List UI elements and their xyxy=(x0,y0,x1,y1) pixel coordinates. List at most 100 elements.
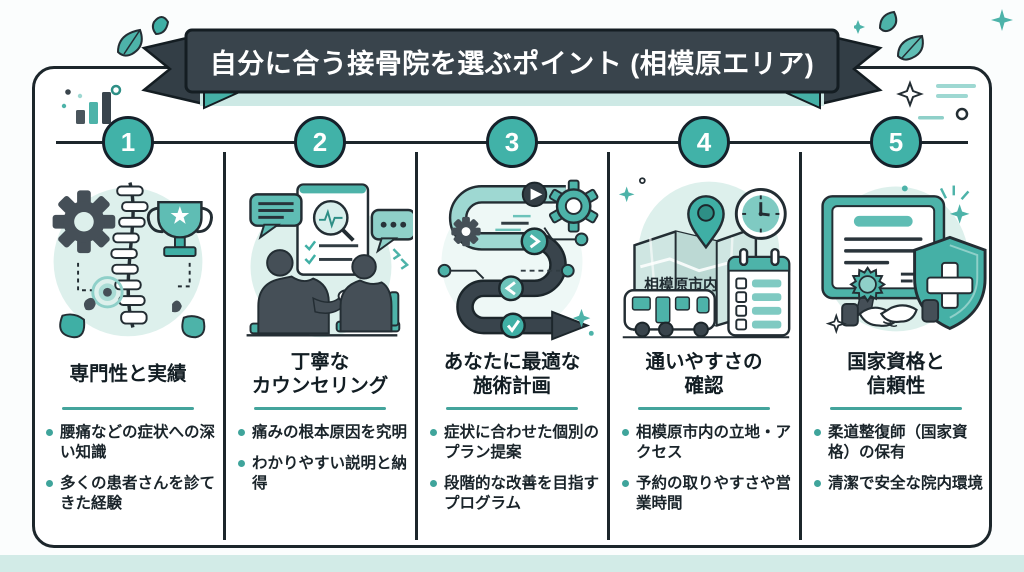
bullet-list: 腰痛などの症状への深い知識 多くの患者さんを診てきた経験 xyxy=(32,423,224,515)
play-icon xyxy=(521,181,548,208)
calendar-icon xyxy=(727,247,791,337)
check-icon xyxy=(500,312,526,339)
certificate-shield-illustration xyxy=(821,185,987,335)
bullet-text: 症状に合わせた個別のプラン提案 xyxy=(444,424,600,462)
bullet-dot xyxy=(238,429,245,436)
handshake-icon xyxy=(841,299,940,328)
bullet-item: 予約の取りやすさや営業時間 xyxy=(622,474,792,514)
leaf-icon xyxy=(59,297,206,339)
bullet-list: 症状に合わせた個別のプラン提案 段階的な改善を目指すプログラム xyxy=(416,423,608,515)
gear-icon xyxy=(548,179,599,233)
point-heading: あなたに最適な 施術計画 xyxy=(443,351,581,397)
bullet-list: 痛みの根本原因を究明 わかりやすい説明と納得 xyxy=(224,423,416,494)
bullet-item: 痛みの根本原因を究明 xyxy=(238,423,408,443)
pain-spark-icon xyxy=(392,248,410,270)
point-column-5: 5 xyxy=(800,66,992,548)
bullet-text: 予約の取りやすさや営業時間 xyxy=(636,475,792,513)
sparkle-icon xyxy=(896,80,924,108)
bullet-item: 段階的な改善を目指すプログラム xyxy=(430,474,600,514)
heading-rule xyxy=(62,407,194,410)
speed-lines-icon xyxy=(495,214,531,232)
heading-rule xyxy=(446,407,578,410)
bar-chart-icon xyxy=(61,84,122,124)
spine-icon xyxy=(110,182,149,328)
bullet-text: 腰痛などの症状への深い知識 xyxy=(60,424,216,462)
bullet-item: 症状に合わせた個別のプラン提案 xyxy=(430,423,600,463)
step-number-badge: 3 xyxy=(486,116,538,168)
trophy-icon xyxy=(146,200,213,257)
step-number-badge: 4 xyxy=(678,116,730,168)
bullet-text: 痛みの根本原因を究明 xyxy=(252,424,408,441)
gear-icon xyxy=(52,190,116,254)
page-title: 自分に合う接骨院を選ぶポイント (相模原エリア) xyxy=(209,48,815,79)
sparkle-icon xyxy=(991,9,1013,31)
speech-bubble-icon xyxy=(249,193,303,240)
bullet-text: 清潔で安全な院内環境 xyxy=(828,475,984,493)
bullet-item: 清潔で安全な院内環境 xyxy=(814,474,984,494)
clock-icon xyxy=(734,187,787,240)
step-number-badge: 2 xyxy=(294,116,346,168)
column-divider xyxy=(415,152,418,540)
speech-bubble-dots-icon xyxy=(370,208,413,254)
point-column-4: 4 相模原市内 xyxy=(608,66,800,548)
background-teal-strip xyxy=(0,555,1024,572)
bullet-dot xyxy=(46,480,53,488)
points-columns: 1 xyxy=(32,66,992,548)
patient-person-icon xyxy=(335,254,401,333)
treatment-plan-path-illustration xyxy=(437,179,599,341)
burst-lines-icon xyxy=(939,185,970,201)
point-column-1: 1 xyxy=(32,66,224,548)
sparkle-icon xyxy=(825,312,847,335)
step-number-badge: 1 xyxy=(102,116,154,168)
pain-target-icon xyxy=(91,276,124,309)
bullet-text: 多くの患者さんを診てきた経験 xyxy=(60,475,216,513)
bullet-list: 相模原市内の立地・アクセス 予約の取りやすさや営業時間 xyxy=(608,423,800,515)
bus-icon xyxy=(623,289,716,338)
bullet-item: 多くの患者さんを診てきた経験 xyxy=(46,474,216,514)
map-access-illustration: 相模原市内 xyxy=(618,177,791,339)
bullet-dot xyxy=(238,460,245,468)
sparkle-icon xyxy=(572,308,591,328)
banner-ribbon xyxy=(141,28,883,110)
heading-rule xyxy=(830,407,962,410)
heading-rule xyxy=(254,407,386,410)
chevron-left-icon xyxy=(498,275,524,302)
bullet-dot xyxy=(430,480,437,488)
point-heading: 通いやすさの 確認 xyxy=(645,351,763,397)
bullet-text: 柔道整復師（国家資格）の保有 xyxy=(828,424,968,462)
leaf-icon xyxy=(854,10,924,61)
notes-lines-icon xyxy=(896,80,976,121)
sparkle-icon xyxy=(949,204,970,224)
bullet-text: 相模原市内の立地・アクセス xyxy=(636,424,792,462)
map-area-label: 相模原市内 xyxy=(644,275,717,293)
magnifier-icon xyxy=(312,199,355,242)
column-divider xyxy=(607,152,610,540)
spine-gear-trophy-illustration xyxy=(52,182,213,339)
point-column-3: 3 xyxy=(416,66,608,548)
small-gear-icon xyxy=(451,216,481,247)
bullet-dot xyxy=(46,429,53,436)
bullet-item: 相模原市内の立地・アクセス xyxy=(622,423,792,463)
step-number-badge: 5 xyxy=(870,116,922,168)
bullet-text: わかりやすい説明と納得 xyxy=(252,455,408,493)
point-heading: 丁寧な カウンセリング xyxy=(251,351,389,397)
bullet-dot xyxy=(622,429,629,436)
point-heading: 専門性と実績 xyxy=(69,363,187,386)
bullet-dot xyxy=(430,429,437,436)
counseling-illustration xyxy=(246,183,413,338)
arrow-icon xyxy=(551,310,591,341)
location-pin-icon xyxy=(687,195,725,250)
bullet-item: 腰痛などの症状への深い知識 xyxy=(46,423,216,463)
leaf-icon xyxy=(116,16,170,57)
column-divider xyxy=(799,152,802,540)
bullet-list: 柔道整復師（国家資格）の保有 清潔で安全な院内環境 xyxy=(800,423,992,494)
sparkle-icon xyxy=(618,186,635,203)
bullet-text: 段階的な改善を目指すプログラム xyxy=(444,475,600,513)
rosette-seal-icon xyxy=(849,265,887,322)
column-divider xyxy=(223,152,226,540)
point-column-2: 2 xyxy=(224,66,416,548)
title-banner: 自分に合う接骨院を選ぶポイント (相模原エリア) xyxy=(130,24,894,120)
chevron-right-icon xyxy=(520,227,549,256)
sparkle-icon xyxy=(854,20,865,34)
point-heading: 国家資格と 信頼性 xyxy=(847,351,945,397)
